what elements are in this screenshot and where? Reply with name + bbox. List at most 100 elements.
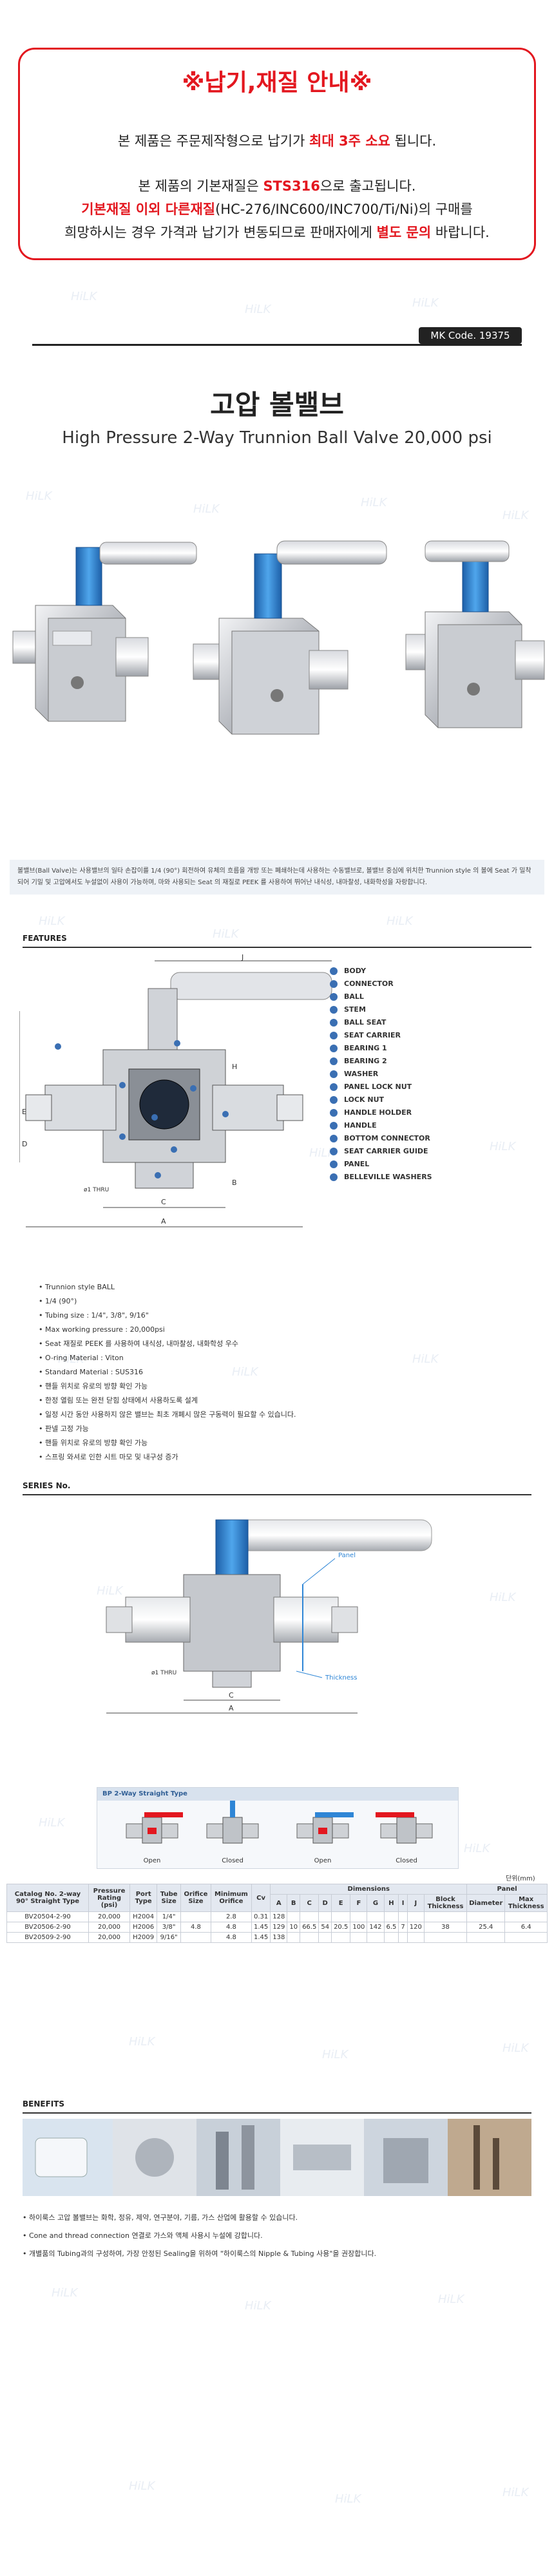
watermark-text: HiLK [193,502,220,516]
bullet-icon: • [39,1311,45,1320]
legend-item: BOTTOM CONNECTOR [330,1132,497,1145]
th-cv: Cv [251,1884,271,1912]
bullet-icon: • [39,1453,45,1461]
th-tube: Tube Size [157,1884,182,1912]
valve-photo-3 [405,540,545,728]
legend-marker-icon [330,1057,338,1065]
flow-state-box: BP 2-Way Straight Type Open Closed Open … [97,1787,459,1869]
spec-item: • 1/4 (90°) [39,1297,77,1305]
bullet-icon: • [39,1382,45,1390]
watermark-text: HiLK [412,1352,439,1366]
table-unit: 단위(mm) [506,1875,535,1882]
th-block: Block Thickness [423,1894,468,1912]
benefits-list: • 하이룩스 고압 볼밸브는 화학, 정유, 제약, 연구분야, 기름, 가스 … [23,2209,531,2263]
bullet-icon: • [39,1410,45,1419]
th-catalog: Catalog No. 2-way 90° Straight Type [6,1884,89,1912]
legend-item: BEARING 1 [330,1042,497,1055]
watermark-text: HiLK [502,2041,529,2055]
th-dim-b: B [287,1894,301,1912]
flow-state-icons: Open Closed Open Closed [126,1799,433,1864]
cell-dim: 10 [287,1922,301,1933]
th-dim-c: C [300,1894,320,1912]
legend-marker-icon [330,1070,338,1078]
product-title-en: High Pressure 2-Way Trunnion Ball Valve … [62,428,492,448]
legend-marker-icon [330,993,338,1001]
spec-item: • Tubing size : 1/4", 3/8", 9/16" [39,1311,149,1320]
cell-dim [331,1911,351,1922]
spec-item: • 일정 시간 동안 사용하지 않은 밸브는 최초 개폐시 많은 구동력이 필요… [39,1410,296,1419]
valve-photo-1 [12,542,197,722]
dim-thru: ø1 THRU [84,1187,109,1193]
watermark-text: HiLK [213,927,239,941]
series-thickness-label: Thickness [325,1674,357,1681]
cell-dim: 100 [350,1922,368,1933]
dim-d: D [22,1140,27,1148]
th-dim-f: F [350,1894,368,1912]
cell-max [504,1932,548,1943]
series-thru-label: ø1 THRU [151,1670,177,1676]
bullet-icon: • [39,1368,45,1376]
cell-block: 38 [423,1922,468,1933]
cell-dim: 66.5 [300,1922,320,1933]
legend-item: WASHER [330,1068,497,1081]
cell-dim [318,1932,332,1943]
th-dim-e: E [331,1894,351,1912]
th-orifice: Orifice Size [180,1884,211,1912]
th-dim-i: I [398,1894,408,1912]
cell-dim [318,1911,332,1922]
legend-marker-icon [330,1135,338,1142]
series-divider [23,1494,531,1495]
open-icon-1 [126,1812,183,1844]
legend-item: HANDLE [330,1119,497,1132]
cell-block [423,1932,468,1943]
cell-port: H2004 [129,1911,158,1922]
bullet-icon: • [39,1297,45,1305]
cell-min: 2.8 [210,1911,252,1922]
watermark-text: HiLK [490,1140,516,1153]
legend-marker-icon [330,1096,338,1104]
watermark-text: HiLK [245,2299,271,2313]
legend-marker-icon [330,1148,338,1155]
spec-item: • 핸들 위치로 유로의 방향 확인 가능 [39,1439,148,1447]
series-diagram: Panel Thickness B C A ø1 THRU [106,1519,432,1714]
watermark-text: HiLK [438,2293,464,2306]
cell-dim [383,1911,399,1922]
watermark-text: HiLK [322,2048,349,2061]
spec-table: Catalog No. 2-way 90° Straight Type Pres… [6,1884,548,1943]
th-port: Port Type [129,1884,158,1912]
cell-min: 4.8 [210,1922,252,1933]
flow-state-title: BP 2-Way Straight Type [97,1788,458,1801]
watermark-text: HiLK [71,290,97,303]
spec-item: • Trunnion style BALL [39,1283,115,1291]
watermark-text: HiLK [129,2479,155,2493]
spec-item: • Max working pressure : 20,000psi [39,1325,165,1334]
cell-dim: 120 [406,1922,425,1933]
series-heading: SERIES No. [23,1481,71,1490]
cell-dim: 6.5 [383,1922,399,1933]
th-max: Max Thickness [504,1894,548,1912]
cell-dim: 128 [270,1911,288,1922]
watermark-text: HiLK [502,509,529,522]
watermark-text: HiLK [412,296,439,310]
notice-line-1: 본 제품은 주문제작형으로 납기가 최대 3주 소요 됩니다. [117,133,437,149]
benefit-item: • 하이룩스 고압 볼밸브는 화학, 정유, 제약, 연구분야, 기름, 가스 … [23,2213,298,2222]
series-c-label: C [229,1691,234,1700]
bullet-icon: • [23,2213,29,2222]
bullet-icon: • [39,1325,45,1334]
cell-dim [367,1911,385,1922]
cell-cv: 1.45 [251,1932,271,1943]
legend-item: PANEL LOCK NUT [330,1081,497,1094]
th-dim-g: G [367,1894,385,1912]
bullet-icon: • [39,1283,45,1291]
notice-box: ※납기,재질 안내※ 본 제품은 주문제작형으로 납기가 최대 3주 소요 됩니… [18,48,536,260]
bullet-icon: • [39,1439,45,1447]
bullet-icon: • [39,1340,45,1348]
legend-marker-icon [330,1109,338,1117]
spec-item: • 판넬 고정 가능 [39,1425,89,1433]
legend-marker-icon [330,1122,338,1130]
spec-item: • 핸들 위치로 유로의 방향 확인 가능 [39,1382,148,1390]
